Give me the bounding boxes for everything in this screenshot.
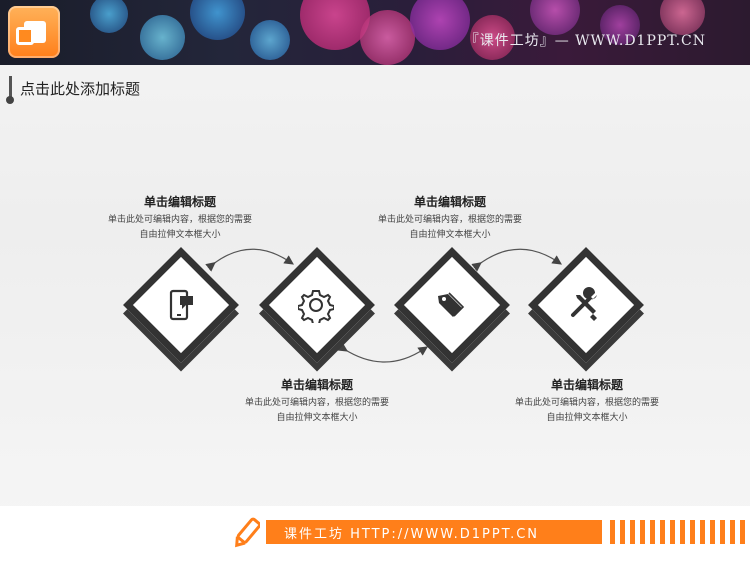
title-marker-dot <box>6 96 14 104</box>
step-4-line2: 自由拉伸文本框大小 <box>546 413 628 423</box>
header-banner: 『课件工坊』— WWW.D1PPT.CN <box>0 0 750 65</box>
step-3-line1: 单击此处可编辑内容，根据您的需要 <box>377 215 522 225</box>
pencil-icon <box>235 517 260 548</box>
step-1-line2: 自由拉伸文本框大小 <box>139 230 221 240</box>
logo <box>8 6 60 58</box>
mobile-chat-icon <box>169 289 193 321</box>
step-2-line1: 单击此处可编辑内容，根据您的需要 <box>244 398 389 408</box>
presentation-icon <box>16 21 46 45</box>
footer-link[interactable]: 课件工坊 HTTP://WWW.D1PPT.CN <box>284 527 540 542</box>
footer-bar <box>266 520 602 544</box>
step-2-heading[interactable]: 单击编辑标题 <box>280 378 353 392</box>
step-2-text: 单击编辑标题 单击此处可编辑内容，根据您的需要 自由拉伸文本框大小 <box>217 376 417 426</box>
step-3-heading[interactable]: 单击编辑标题 <box>413 195 486 209</box>
step-3-line2: 自由拉伸文本框大小 <box>409 230 491 240</box>
tag-icon <box>438 292 465 317</box>
step-3-text: 单击编辑标题 单击此处可编辑内容，根据您的需要 自由拉伸文本框大小 <box>350 193 550 243</box>
footer-stripes <box>610 520 750 544</box>
step-4-text: 单击编辑标题 单击此处可编辑内容，根据您的需要 自由拉伸文本框大小 <box>487 376 687 426</box>
tools-icon <box>571 287 597 321</box>
step-1-line1: 单击此处可编辑内容，根据您的需要 <box>107 215 252 225</box>
step-1-heading[interactable]: 单击编辑标题 <box>143 195 216 209</box>
title-marker <box>9 76 12 100</box>
gear-icon <box>298 290 334 323</box>
step-1-text: 单击编辑标题 单击此处可编辑内容，根据您的需要 自由拉伸文本框大小 <box>80 193 280 243</box>
banner-title: 『课件工坊』— WWW.D1PPT.CN <box>464 33 706 49</box>
page-title[interactable]: 点击此处添加标题 <box>20 80 141 98</box>
step-4-line1: 单击此处可编辑内容，根据您的需要 <box>514 398 659 408</box>
step-4-heading[interactable]: 单击编辑标题 <box>550 378 623 392</box>
step-2-line2: 自由拉伸文本框大小 <box>276 413 358 423</box>
